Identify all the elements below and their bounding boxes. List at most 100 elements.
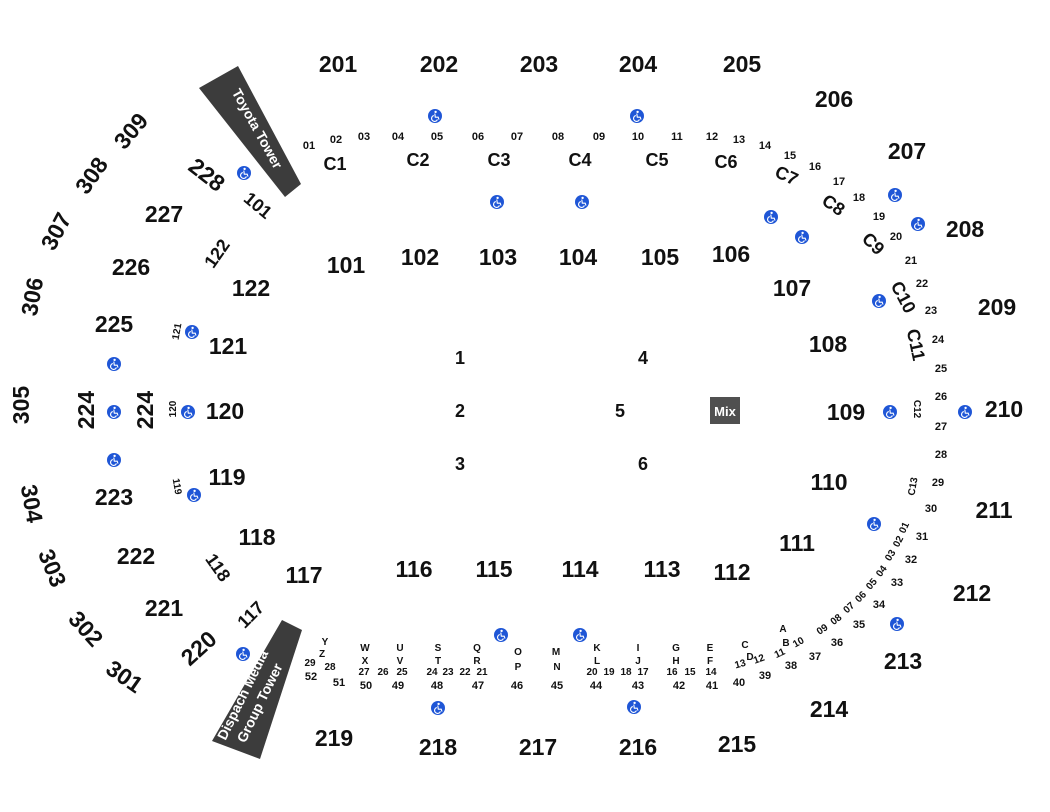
section-301[interactable]: 301 xyxy=(101,655,148,698)
suite-25[interactable]: 25 xyxy=(935,363,947,375)
section-224-inner[interactable]: 224 xyxy=(132,391,158,430)
section-223[interactable]: 223 xyxy=(95,484,133,510)
wheelchair-icon[interactable] xyxy=(184,324,200,340)
section-218[interactable]: 218 xyxy=(419,734,458,760)
loge-27[interactable]: 27 xyxy=(358,667,370,678)
suite-47[interactable]: 47 xyxy=(472,680,484,692)
suite-44[interactable]: 44 xyxy=(590,680,603,692)
suite-12[interactable]: 12 xyxy=(706,131,718,143)
section-111[interactable]: 111 xyxy=(779,530,815,556)
section-305[interactable]: 305 xyxy=(8,386,34,425)
suite-41[interactable]: 41 xyxy=(706,680,718,692)
suite-43[interactable]: 43 xyxy=(632,680,644,692)
section-117[interactable]: 117 xyxy=(285,562,322,588)
suite-05[interactable]: 05 xyxy=(431,131,443,143)
section-304[interactable]: 304 xyxy=(16,482,48,525)
section-114[interactable]: 114 xyxy=(561,556,598,582)
suite-17[interactable]: 17 xyxy=(833,176,845,188)
suite-03[interactable]: 03 xyxy=(358,131,370,143)
row-h[interactable]: H xyxy=(672,656,679,667)
mix-box[interactable]: Mix xyxy=(710,397,740,424)
suite-42[interactable]: 42 xyxy=(673,680,685,692)
section-116[interactable]: 116 xyxy=(395,556,432,582)
suite-14[interactable]: 14 xyxy=(759,140,772,152)
section-308[interactable]: 308 xyxy=(70,152,113,199)
wheelchair-icon[interactable] xyxy=(871,293,887,309)
suite-26[interactable]: 26 xyxy=(935,391,947,403)
club-c5[interactable]: C5 xyxy=(645,150,668,170)
loge-08[interactable]: 08 xyxy=(829,612,845,628)
section-110[interactable]: 110 xyxy=(810,469,847,495)
wheelchair-icon[interactable] xyxy=(180,404,196,420)
section-106[interactable]: 106 xyxy=(712,241,750,267)
section-228[interactable]: 228 xyxy=(184,153,230,197)
section-216[interactable]: 216 xyxy=(619,734,657,760)
wheelchair-icon[interactable] xyxy=(186,487,202,503)
suite-19[interactable]: 19 xyxy=(873,211,885,223)
loge-05[interactable]: 05 xyxy=(864,576,880,592)
suite-11[interactable]: 11 xyxy=(671,131,683,143)
suite-39[interactable]: 39 xyxy=(759,670,771,682)
loge-29[interactable]: 29 xyxy=(304,658,316,669)
row-p[interactable]: P xyxy=(515,662,522,673)
suite-24[interactable]: 24 xyxy=(932,334,945,346)
section-204[interactable]: 204 xyxy=(619,51,658,77)
section-217[interactable]: 217 xyxy=(519,734,557,760)
section-121[interactable]: 121 xyxy=(209,333,248,359)
wheelchair-icon[interactable] xyxy=(629,108,645,124)
row-y[interactable]: Y xyxy=(322,637,329,648)
club-c9[interactable]: C9 xyxy=(858,229,888,259)
row-r[interactable]: R xyxy=(473,656,481,667)
suite-31[interactable]: 31 xyxy=(916,531,928,543)
section-212[interactable]: 212 xyxy=(953,580,991,606)
floor-label-2[interactable]: 2 xyxy=(455,401,465,421)
suite-37[interactable]: 37 xyxy=(809,651,821,663)
section-220[interactable]: 220 xyxy=(176,626,222,671)
section-118[interactable]: 118 xyxy=(238,524,275,550)
row-n[interactable]: N xyxy=(553,662,560,673)
suite-48[interactable]: 48 xyxy=(431,680,443,692)
floor-label-6[interactable]: 6 xyxy=(638,454,648,474)
section-119[interactable]: 119 xyxy=(208,464,245,490)
floor-label-3[interactable]: 3 xyxy=(455,454,465,474)
suite-45[interactable]: 45 xyxy=(551,680,563,692)
section-108[interactable]: 108 xyxy=(809,331,848,357)
suite-34[interactable]: 34 xyxy=(873,599,886,611)
loge-22[interactable]: 22 xyxy=(459,667,471,678)
rail-120[interactable]: 120 xyxy=(168,400,179,417)
suite-06[interactable]: 06 xyxy=(472,131,484,143)
row-b[interactable]: B xyxy=(782,638,789,649)
wheelchair-icon[interactable] xyxy=(887,187,903,203)
section-115[interactable]: 115 xyxy=(475,556,512,582)
club-c6[interactable]: C6 xyxy=(714,152,737,172)
club-c3[interactable]: C3 xyxy=(487,150,510,170)
section-302[interactable]: 302 xyxy=(63,606,108,652)
section-303[interactable]: 303 xyxy=(33,545,71,590)
row-v[interactable]: V xyxy=(397,656,404,667)
section-120[interactable]: 120 xyxy=(206,398,244,424)
wheelchair-icon[interactable] xyxy=(235,646,251,662)
loge-07[interactable]: 07 xyxy=(842,600,858,616)
row-o[interactable]: O xyxy=(514,647,522,658)
rail-121[interactable]: 121 xyxy=(171,322,185,341)
dispatch-media-group-tower[interactable]: Dispach Media Group Tower xyxy=(212,620,302,759)
row-z[interactable]: Z xyxy=(319,649,325,660)
suite-32[interactable]: 32 xyxy=(905,554,917,566)
section-202[interactable]: 202 xyxy=(420,51,458,77)
loge-15[interactable]: 15 xyxy=(684,667,696,678)
loge-26[interactable]: 26 xyxy=(377,667,389,678)
row-f[interactable]: F xyxy=(707,656,713,667)
row-e[interactable]: E xyxy=(707,643,714,654)
row-l[interactable]: L xyxy=(594,656,600,667)
club-c7[interactable]: C7 xyxy=(772,162,801,190)
suite-09[interactable]: 09 xyxy=(593,131,605,143)
loge-11[interactable]: 11 xyxy=(773,646,788,661)
wheelchair-icon[interactable] xyxy=(430,700,446,716)
loge-02[interactable]: 02 xyxy=(891,534,906,549)
suite-38[interactable]: 38 xyxy=(785,660,797,672)
loge-03[interactable]: 03 xyxy=(883,548,898,564)
row-k[interactable]: K xyxy=(593,643,601,654)
row-a[interactable]: A xyxy=(779,624,786,635)
suite-13[interactable]: 13 xyxy=(733,134,745,146)
section-226[interactable]: 226 xyxy=(112,254,150,280)
